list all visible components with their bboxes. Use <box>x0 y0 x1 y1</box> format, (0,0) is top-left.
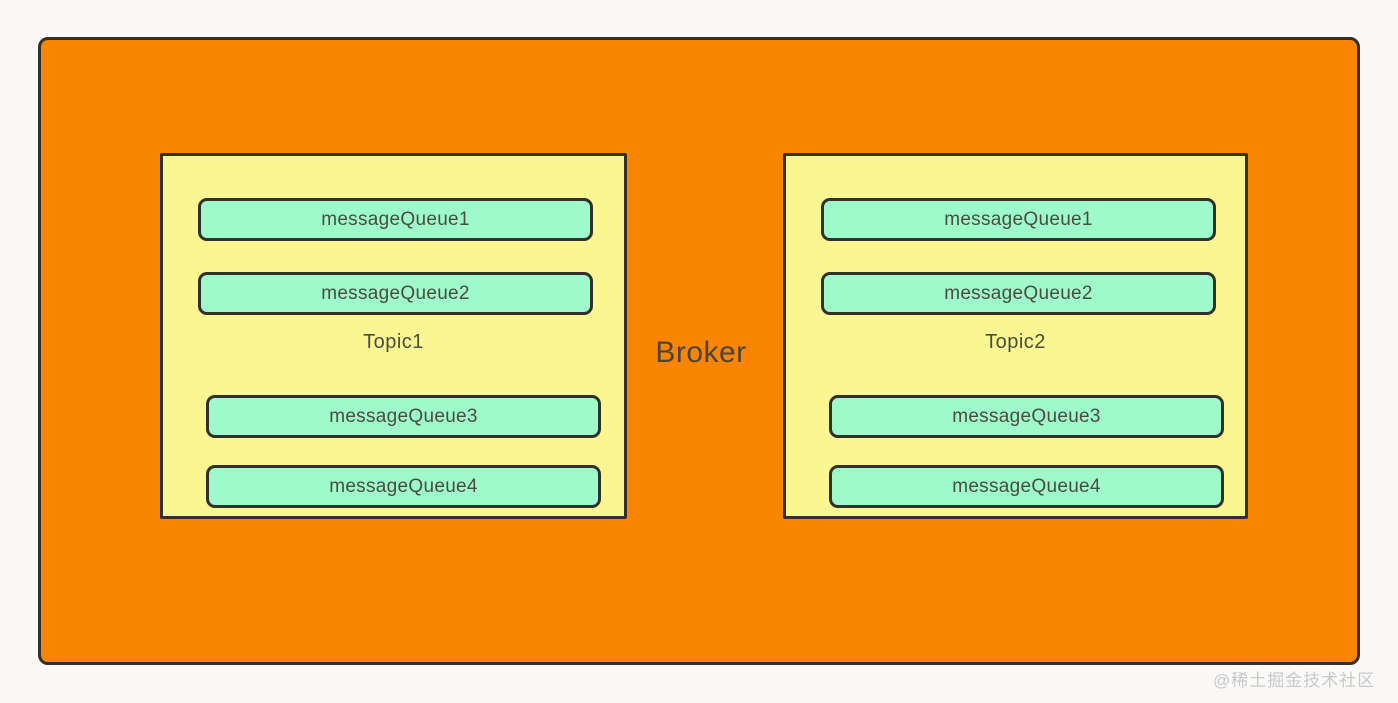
broker-box: messageQueue1 messageQueue2 Topic1 messa… <box>38 37 1360 665</box>
topic-label: Topic2 <box>985 331 1046 353</box>
message-queue: messageQueue2 <box>198 272 593 315</box>
message-queue: messageQueue3 <box>829 395 1224 438</box>
broker-label: Broker <box>655 336 747 369</box>
message-queue: messageQueue4 <box>829 465 1224 508</box>
topic-box-topic2: messageQueue1 messageQueue2 Topic2 messa… <box>783 153 1248 519</box>
message-queue: messageQueue1 <box>821 198 1216 241</box>
message-queue: messageQueue2 <box>821 272 1216 315</box>
watermark: @稀土掘金技术社区 <box>1213 671 1376 690</box>
topic-label: Topic1 <box>363 331 424 353</box>
message-queue: messageQueue1 <box>198 198 593 241</box>
message-queue: messageQueue4 <box>206 465 601 508</box>
message-queue: messageQueue3 <box>206 395 601 438</box>
topic-box-topic1: messageQueue1 messageQueue2 Topic1 messa… <box>160 153 627 519</box>
